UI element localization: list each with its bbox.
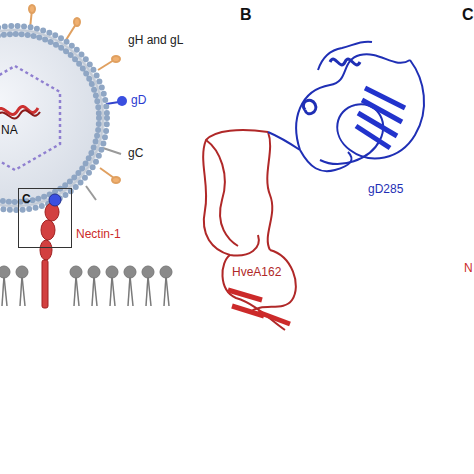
gd-spike [106, 96, 127, 106]
panel-letter: B [240, 6, 252, 24]
receptor-label: Nectin-1 [76, 228, 121, 241]
hvea-ribbon [203, 130, 296, 330]
inset-letter: C [19, 191, 31, 205]
virion [0, 5, 127, 210]
glycoprotein-label: gC [128, 147, 143, 160]
structure-label: N [464, 262, 473, 275]
inset-box: C [18, 188, 72, 248]
glycoprotein-label: gD [131, 94, 146, 107]
structure-label: HveA162 [232, 266, 281, 279]
nectin-receptor [40, 194, 61, 308]
genome-label: NA [1, 124, 18, 137]
panel-letter: C [462, 6, 474, 24]
glycoprotein-label: gH and gL [128, 34, 183, 47]
cell-membrane [0, 266, 172, 306]
structure-label: gD285 [368, 183, 403, 196]
gd-ribbon [268, 42, 424, 172]
